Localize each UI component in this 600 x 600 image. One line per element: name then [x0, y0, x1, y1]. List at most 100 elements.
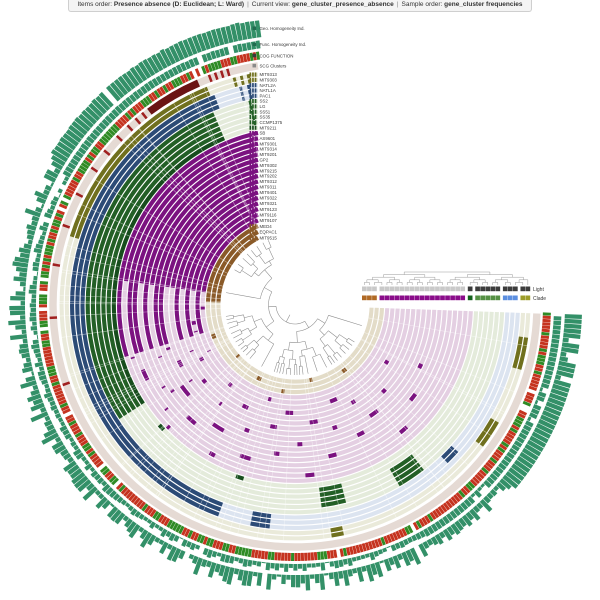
- svg-text:SS35: SS35: [260, 115, 271, 120]
- legend-clade-MIT9312[interactable]: [414, 295, 420, 301]
- legend-light-EQPAC1[interactable]: [367, 286, 372, 292]
- cog-function-ring[interactable]: [38, 51, 551, 562]
- legend-light-GP2[interactable]: [435, 286, 440, 292]
- legend-clade-MIT9116[interactable]: [384, 295, 390, 301]
- svg-text:Geo. Homogeneity Ind.: Geo. Homogeneity Ind.: [260, 26, 305, 31]
- legend-clade-MIT9302[interactable]: [430, 295, 435, 301]
- legend-light-MIT9515[interactable]: [362, 286, 367, 292]
- genome-ring-MIT9515[interactable]: [216, 236, 374, 384]
- legend-clade-MIT9311[interactable]: [409, 295, 415, 301]
- svg-text:SS2: SS2: [260, 99, 269, 104]
- legend-clade-MIT9202[interactable]: [419, 295, 425, 301]
- svg-text:MIT9322: MIT9322: [260, 196, 278, 201]
- legend-clade-LG[interactable]: [490, 295, 496, 301]
- svg-text:SB: SB: [260, 131, 266, 136]
- svg-text:LG: LG: [260, 104, 266, 109]
- legend-light-MIT9116[interactable]: [384, 286, 390, 292]
- legend-clade-SS35[interactable]: [480, 295, 485, 301]
- legend-light-NATL1A[interactable]: [507, 286, 513, 292]
- legend-light-MIT9312[interactable]: [414, 286, 420, 292]
- legend-clade-MIT9215[interactable]: [425, 295, 430, 301]
- legend-light-AS9601[interactable]: [455, 286, 460, 292]
- svg-text:MIT9515: MIT9515: [260, 236, 278, 241]
- svg-text:Func. Homogeneity Ind.: Func. Homogeneity Ind.: [260, 42, 307, 47]
- svg-text:MIT9107: MIT9107: [260, 218, 278, 223]
- legend-clade-SS51[interactable]: [485, 295, 491, 301]
- svg-text:PAC1: PAC1: [260, 93, 272, 98]
- sample-order-label: Sample order:: [401, 1, 445, 8]
- legend-light-PAC1[interactable]: [502, 286, 508, 292]
- svg-text:MIT9202: MIT9202: [260, 174, 278, 179]
- legend-clade-MIT9313[interactable]: [525, 295, 531, 301]
- legend-clade-MIT9303[interactable]: [520, 295, 526, 301]
- svg-text:COG FUNCTION: COG FUNCTION: [260, 53, 294, 58]
- items-order-value: Presence absence (D: Euclidean; L: Ward): [113, 1, 245, 8]
- legend-light-SS51[interactable]: [485, 286, 491, 292]
- legend-clade-MIT9107[interactable]: [379, 295, 385, 301]
- separator: |: [396, 1, 399, 8]
- legend-light-NATL2A[interactable]: [513, 286, 518, 292]
- legend-clade-NATL2A[interactable]: [513, 295, 518, 301]
- legend-clade-MIT9314[interactable]: [445, 295, 450, 301]
- svg-text:MIT9215: MIT9215: [260, 168, 278, 173]
- legend-light-label: Light: [533, 287, 544, 293]
- svg-text:MIT9321: MIT9321: [260, 201, 278, 206]
- svg-text:MIT9123: MIT9123: [260, 207, 278, 212]
- legend-clade-SB[interactable]: [460, 295, 466, 301]
- legend-clade-MIT9515[interactable]: [362, 295, 367, 301]
- legend-clade-MIT9401[interactable]: [404, 295, 410, 301]
- geo-homogeneity-ring[interactable]: [8, 20, 582, 591]
- legend-clade-PAC1[interactable]: [502, 295, 508, 301]
- svg-text:MIT9211: MIT9211: [260, 125, 278, 130]
- legend-clade-GP2[interactable]: [435, 295, 440, 301]
- legend-clade-MIT9321[interactable]: [394, 295, 400, 301]
- legend-light-CCMP1375[interactable]: [475, 286, 480, 292]
- legend-clade-EQPAC1[interactable]: [367, 295, 372, 301]
- legend-light-SB[interactable]: [460, 286, 466, 292]
- legend-light-MIT9215[interactable]: [425, 286, 430, 292]
- legend-light-MIT9401[interactable]: [404, 286, 410, 292]
- legend-clade-MED4[interactable]: [372, 295, 377, 301]
- legend-light-MIT9311[interactable]: [409, 286, 415, 292]
- legend-light-MIT9123[interactable]: [389, 286, 395, 292]
- svg-text:MIT9311: MIT9311: [260, 185, 278, 190]
- status-pill: Items order: Presence absence (D: Euclid…: [68, 0, 532, 12]
- legend-clade-MIT9211[interactable]: [467, 295, 473, 301]
- func-homogeneity-ring[interactable]: [28, 40, 562, 572]
- legend-clade-AS9601[interactable]: [455, 295, 460, 301]
- legend-light-MIT9321[interactable]: [394, 286, 400, 292]
- legend-light-SS2[interactable]: [495, 286, 501, 292]
- legend-light-MIT9211[interactable]: [467, 286, 473, 292]
- legend-light-MED4[interactable]: [372, 286, 377, 292]
- legend-clade-NATL1A[interactable]: [507, 295, 513, 301]
- legend-light-MIT9314[interactable]: [445, 286, 450, 292]
- svg-text:SS51: SS51: [260, 109, 271, 114]
- svg-text:MIT9313: MIT9313: [260, 72, 278, 77]
- legend-light-MIT9302[interactable]: [430, 286, 435, 292]
- genome-rings-presence: [69, 74, 529, 538]
- scg-clusters-ring[interactable]: [49, 62, 541, 551]
- legend-light-MIT9201[interactable]: [440, 286, 445, 292]
- legend-light-MIT9202[interactable]: [419, 286, 425, 292]
- legend-light-SS35[interactable]: [480, 286, 485, 292]
- legend-clade-MIT9123[interactable]: [389, 295, 395, 301]
- legend-clade-CCMP1375[interactable]: [475, 295, 480, 301]
- items-order-label: Items order:: [77, 1, 114, 8]
- legend-light-MIT9107[interactable]: [379, 286, 385, 292]
- legend-light-MIT9301[interactable]: [450, 286, 455, 292]
- legend-light-LG[interactable]: [490, 286, 496, 292]
- svg-text:MIT9401: MIT9401: [260, 190, 278, 195]
- legend-light-MIT9303[interactable]: [520, 286, 526, 292]
- legend-light-MIT9313[interactable]: [525, 286, 531, 292]
- legend-clade-SS2[interactable]: [495, 295, 501, 301]
- svg-text:MIT9301: MIT9301: [260, 141, 278, 146]
- legend-clade-MIT9301[interactable]: [450, 295, 455, 301]
- legend-light-MIT9322[interactable]: [399, 286, 405, 292]
- legend-clade-MIT9322[interactable]: [399, 295, 405, 301]
- svg-text:MED4: MED4: [260, 224, 273, 229]
- cluster-boundary-hairlines: [59, 75, 528, 541]
- legend-clade-MIT9201[interactable]: [440, 295, 445, 301]
